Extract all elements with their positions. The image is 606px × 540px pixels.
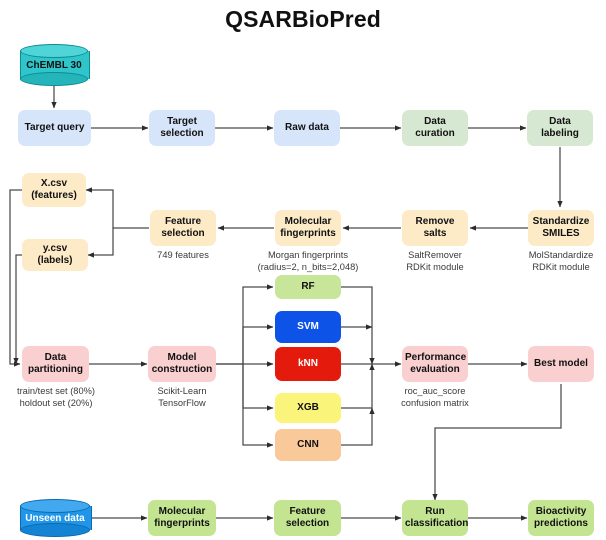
caption-data-partitioning: train/test set (80%) holdout set (20%) bbox=[16, 386, 96, 409]
node-x-csv-label: X.csv (features) bbox=[31, 178, 77, 201]
cylinder-bottom bbox=[20, 72, 88, 86]
node-data-curation[interactable]: Data curation bbox=[402, 110, 468, 146]
database-chembl[interactable]: ChEMBL 30 bbox=[20, 44, 90, 86]
node-performance-evaluation-label: Performance evaluation bbox=[405, 352, 467, 375]
node-model-svm-label: SVM bbox=[297, 321, 319, 333]
caption-feature-selection: 749 features bbox=[157, 250, 209, 260]
node-y-csv[interactable]: y.csv (labels) bbox=[22, 239, 88, 271]
node-target-query-label: Target query bbox=[24, 122, 85, 134]
node-run-classification-label: Run classification bbox=[405, 506, 469, 529]
caption-molecular-fingerprints: Morgan fingerprints (radius=2, n_bits=2,… bbox=[257, 250, 359, 273]
node-model-svm[interactable]: SVM bbox=[275, 311, 341, 343]
node-data-curation-label: Data curation bbox=[415, 116, 455, 139]
node-inference-feature-selection[interactable]: Feature selection bbox=[274, 500, 341, 536]
node-inference-molecular-fingerprints[interactable]: Molecular fingerprints bbox=[148, 500, 216, 536]
node-model-rf-label: RF bbox=[301, 281, 315, 293]
cylinder-top bbox=[20, 44, 88, 58]
node-x-csv[interactable]: X.csv (features) bbox=[22, 173, 86, 207]
node-remove-salts-label: Remove salts bbox=[415, 216, 455, 239]
caption-performance-evaluation: roc_auc_score confusion matrix bbox=[401, 386, 469, 409]
node-model-knn[interactable]: kNN bbox=[275, 347, 341, 381]
node-model-construction-label: Model construction bbox=[151, 352, 213, 375]
node-model-xgb-label: XGB bbox=[297, 402, 319, 414]
node-model-construction[interactable]: Model construction bbox=[148, 346, 216, 382]
node-best-model[interactable]: Best model bbox=[528, 346, 594, 382]
node-inference-molecular-fingerprints-label: Molecular fingerprints bbox=[154, 506, 210, 529]
node-data-labeling-label: Data labeling bbox=[541, 116, 579, 139]
node-molecular-fingerprints-label: Molecular fingerprints bbox=[280, 216, 336, 239]
node-standardize-smiles[interactable]: Standardize SMILES bbox=[528, 210, 594, 246]
node-model-xgb[interactable]: XGB bbox=[275, 393, 341, 423]
node-data-labeling[interactable]: Data labeling bbox=[527, 110, 593, 146]
node-performance-evaluation[interactable]: Performance evaluation bbox=[402, 346, 468, 382]
node-model-cnn[interactable]: CNN bbox=[275, 429, 341, 461]
caption-remove-salts: SaltRemover RDKit module bbox=[406, 250, 464, 273]
node-standardize-smiles-label: Standardize SMILES bbox=[532, 216, 590, 239]
node-molecular-fingerprints[interactable]: Molecular fingerprints bbox=[275, 210, 341, 246]
database-chembl-label: ChEMBL 30 bbox=[26, 59, 82, 71]
node-feature-selection[interactable]: Feature selection bbox=[150, 210, 216, 246]
node-bioactivity-predictions[interactable]: Bioactivity predictions bbox=[528, 500, 594, 536]
node-y-csv-label: y.csv (labels) bbox=[37, 243, 73, 266]
database-unseen-data[interactable]: Unseen data bbox=[20, 499, 92, 537]
node-best-model-label: Best model bbox=[534, 358, 588, 370]
node-data-partitioning[interactable]: Data partitioning bbox=[22, 346, 89, 382]
node-bioactivity-predictions-label: Bioactivity predictions bbox=[534, 506, 588, 529]
node-remove-salts[interactable]: Remove salts bbox=[402, 210, 468, 246]
page-title: QSARBioPred bbox=[225, 6, 381, 32]
node-target-selection-label: Target selection bbox=[160, 116, 204, 139]
cylinder-bottom bbox=[20, 523, 90, 537]
node-data-partitioning-label: Data partitioning bbox=[28, 352, 83, 375]
node-inference-feature-selection-label: Feature selection bbox=[285, 506, 330, 529]
node-raw-data-label: Raw data bbox=[285, 122, 329, 134]
node-model-cnn-label: CNN bbox=[297, 439, 319, 451]
node-target-query[interactable]: Target query bbox=[18, 110, 91, 146]
cylinder-top bbox=[20, 499, 90, 513]
node-target-selection[interactable]: Target selection bbox=[149, 110, 215, 146]
caption-model-construction: Scikit-Learn TensorFlow bbox=[157, 386, 207, 409]
node-feature-selection-label: Feature selection bbox=[161, 216, 205, 239]
node-model-rf[interactable]: RF bbox=[275, 275, 341, 299]
caption-standardize-smiles: MolStandardize RDKit module bbox=[528, 250, 594, 273]
node-model-knn-label: kNN bbox=[297, 358, 318, 370]
database-unseen-data-label: Unseen data bbox=[25, 512, 85, 524]
node-raw-data[interactable]: Raw data bbox=[274, 110, 340, 146]
node-run-classification[interactable]: Run classification bbox=[402, 500, 468, 536]
